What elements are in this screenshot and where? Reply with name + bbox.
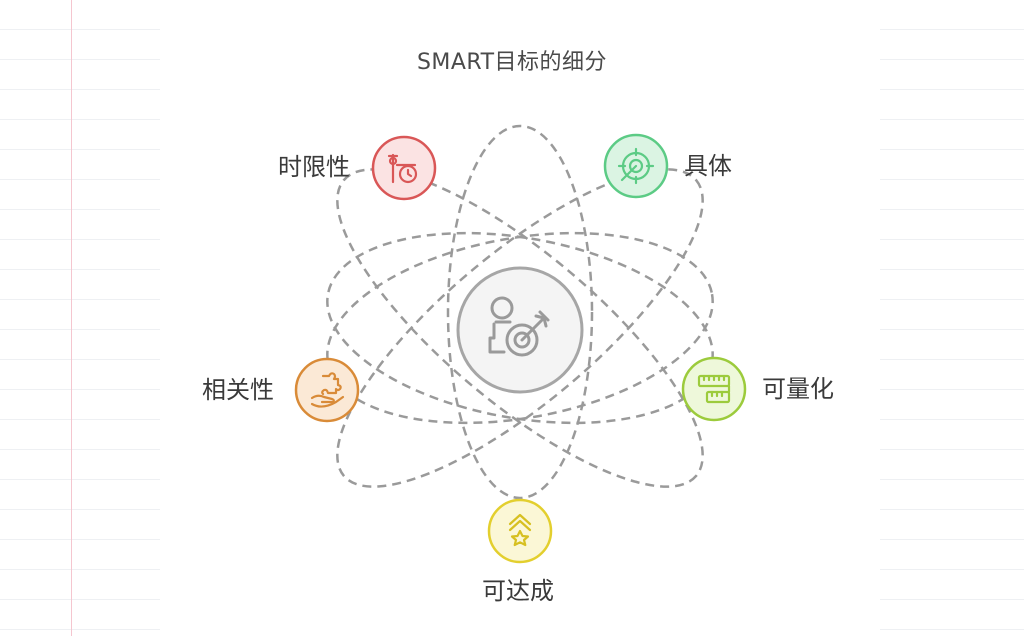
label-achievable: 可达成 <box>482 577 554 605</box>
node-achievable <box>487 498 553 564</box>
node-measurable <box>681 356 747 422</box>
label-relevant: 相关性 <box>202 376 274 404</box>
orbit-diagonal-right <box>336 168 704 488</box>
margin-line <box>71 0 72 636</box>
ruled-paper-right <box>880 0 1024 636</box>
ruled-paper-left <box>0 0 160 636</box>
label-time-bound: 时限性 <box>278 153 350 181</box>
orbit-diagonal-left <box>336 168 704 488</box>
node-time-bound <box>371 135 437 201</box>
center-node <box>456 266 584 394</box>
target-icon <box>617 147 655 185</box>
puzzle-hand-icon <box>310 372 345 408</box>
label-measurable: 可量化 <box>762 375 834 403</box>
rank-star-icon <box>508 513 532 547</box>
person-target-icon <box>488 296 550 357</box>
timer-icon <box>387 153 418 184</box>
diagram-title: SMART目标的细分 <box>416 50 608 75</box>
ruler-icon <box>697 374 731 404</box>
orbit-vertical <box>446 124 594 500</box>
orbits <box>326 124 714 500</box>
orbit-horizontal-right <box>326 231 714 425</box>
node-specific <box>603 133 669 199</box>
node-relevant <box>294 357 360 423</box>
label-specific: 具体 <box>684 152 732 180</box>
